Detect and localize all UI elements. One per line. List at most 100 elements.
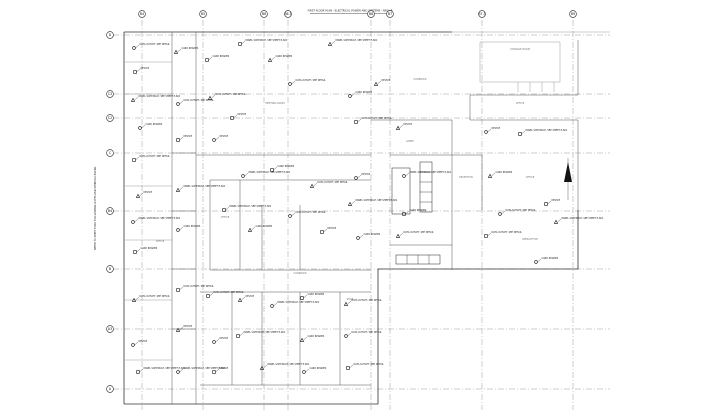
room-name: OPEN OFFICE [522, 238, 538, 241]
row-bubble-label: B [109, 267, 111, 271]
room-name: STORAGE ROOM [510, 48, 530, 51]
device-symbol-icon [343, 300, 352, 306]
device-symbol-icon [302, 368, 310, 374]
device-note: DATA OUTLET, SEE DETAIL [140, 295, 171, 298]
device-note: DATA OUTLET, SEE DETAIL [318, 181, 349, 184]
device-note: DATA OUTLET, SEE DETAIL [492, 231, 523, 234]
device-symbol-icon [518, 130, 526, 136]
device-note: DATA OUTLET, SEE DETAIL [296, 211, 327, 214]
room-name: STAIR [347, 298, 354, 301]
device-symbol-icon [300, 294, 308, 300]
device-note: PANEL SCHEDULE, SEE SHEET E-601 [356, 199, 398, 202]
device-symbol-icon [207, 94, 216, 100]
device-symbol-icon [344, 332, 352, 338]
device-note: CARD READER [308, 293, 325, 296]
device-symbol-icon [212, 338, 220, 344]
column-bubble-label: B7.5 [478, 12, 485, 16]
column-grid-lines [141, 20, 574, 410]
device-symbol-icon [259, 364, 268, 370]
device-symbol-icon [487, 172, 496, 178]
column-bubbles: B4 B5 B6 B6.5 B8 B7 B7.5 B9 [138, 10, 577, 18]
column-bubble-label: B9 [571, 12, 575, 16]
device-symbol-icon [354, 174, 362, 180]
device-symbol-icon [131, 341, 139, 347]
device-note: DEVICE [246, 295, 255, 298]
device-symbol-icon [131, 218, 139, 224]
device-symbol-icon [176, 286, 184, 292]
sheet-title: FIRST FLOOR PLAN - ELECTRICAL POWER AND … [308, 9, 393, 13]
device-note: DEVICE [552, 199, 561, 202]
device-note: DEVICE [220, 337, 229, 340]
device-note: DEVICE [184, 325, 193, 328]
device-symbol-icon [288, 212, 296, 218]
side-note: REFER TO SHEET E-001 FOR GENERAL NOTES A… [94, 166, 97, 250]
row-bubble-label: C [109, 151, 112, 155]
room-name: OFFICE [526, 176, 535, 179]
device-symbol-icon [175, 186, 184, 192]
column-bubble-label: B6.5 [284, 12, 291, 16]
device-note: DATA OUTLET, SEE DETAIL [214, 291, 245, 294]
device-symbol-icon [267, 56, 276, 62]
row-bubbles: D C3 C2 C B4 B A3 A [106, 31, 114, 393]
device-note: CARD READER [141, 247, 158, 250]
device-note: DATA OUTLET, SEE DETAIL [184, 285, 215, 288]
device-note: DEVICE [141, 67, 150, 70]
row-bubble-label: C2 [108, 116, 112, 120]
device-note: PANEL SCHEDULE, SEE SHEET E-601 [410, 171, 452, 174]
device-note: DEVICE [220, 367, 229, 370]
device-symbol-icon [132, 44, 140, 50]
device-note: PANEL SCHEDULE, SEE SHEET E-601 [244, 331, 286, 334]
device-note: DEVICE [184, 135, 193, 138]
row-bubble-label: B4 [108, 209, 112, 213]
device-note: PANEL SCHEDULE, SEE SHEET E-601 [526, 129, 568, 132]
device-symbol-icon [133, 248, 141, 254]
device-note: DATA OUTLET, SEE DETAIL [216, 93, 247, 96]
device-symbol-icon [205, 56, 213, 62]
device-symbol-icon [354, 118, 362, 124]
device-note: DEVICE [144, 191, 153, 194]
room-name: RECEPTION [459, 176, 473, 179]
device-symbol-icon [534, 258, 542, 264]
electrical-panels [391, 161, 441, 265]
device-note: DEVICE [238, 113, 247, 116]
device-symbol-icon [288, 80, 296, 86]
device-note: CARD READER [276, 55, 293, 58]
device-symbol-icon [320, 228, 328, 234]
device-note: DATA OUTLET, SEE DETAIL [352, 299, 383, 302]
column-bubble-label: B4 [140, 12, 144, 16]
device-note: DATA OUTLET, SEE DETAIL [352, 331, 383, 334]
row-bubble-label: A3 [108, 327, 112, 331]
device-symbol-icon [176, 368, 184, 374]
room-name: CORRIDOR [294, 272, 307, 275]
device-note: CARD READER [410, 209, 427, 212]
device-symbol-icon [176, 136, 184, 142]
room-name: MEETING ROOM [265, 102, 284, 105]
device-note: DATA OUTLET, SEE DETAIL [296, 79, 327, 82]
room-name: OFFICE [156, 240, 165, 243]
device-symbol-icon [230, 114, 238, 120]
device-note: CARD READER [256, 225, 273, 228]
device-note: CARD READER [356, 91, 373, 94]
device-note: DATA OUTLET, SEE DETAIL [184, 99, 215, 102]
device-symbol-icon [131, 296, 140, 302]
device-note: PANEL SCHEDULE, SEE SHEET E-601 [184, 367, 226, 370]
device-symbol-icon [132, 156, 140, 162]
row-bubble-label: A [109, 387, 112, 391]
device-symbol-icon [206, 292, 214, 298]
device-symbol-icon [138, 124, 146, 130]
device-note: PANEL SCHEDULE, SEE SHEET E-601 [268, 363, 310, 366]
device-note: CARD READER [213, 55, 230, 58]
device-symbol-icon [135, 192, 144, 198]
device-symbol-icon [247, 226, 256, 232]
device-symbol-icon [348, 92, 356, 98]
device-symbol-icon [136, 368, 144, 374]
device-note: DEVICE [362, 173, 371, 176]
device-symbol-icon [212, 368, 220, 374]
device-note: CARD READER [182, 47, 199, 50]
device-note: PANEL SCHEDULE, SEE SHEET E-601 [249, 171, 291, 174]
device-note: PANEL SCHEDULE, SEE SHEET E-601 [246, 39, 288, 42]
device-symbol-icon [544, 200, 552, 206]
device-symbol-icon [241, 172, 249, 178]
